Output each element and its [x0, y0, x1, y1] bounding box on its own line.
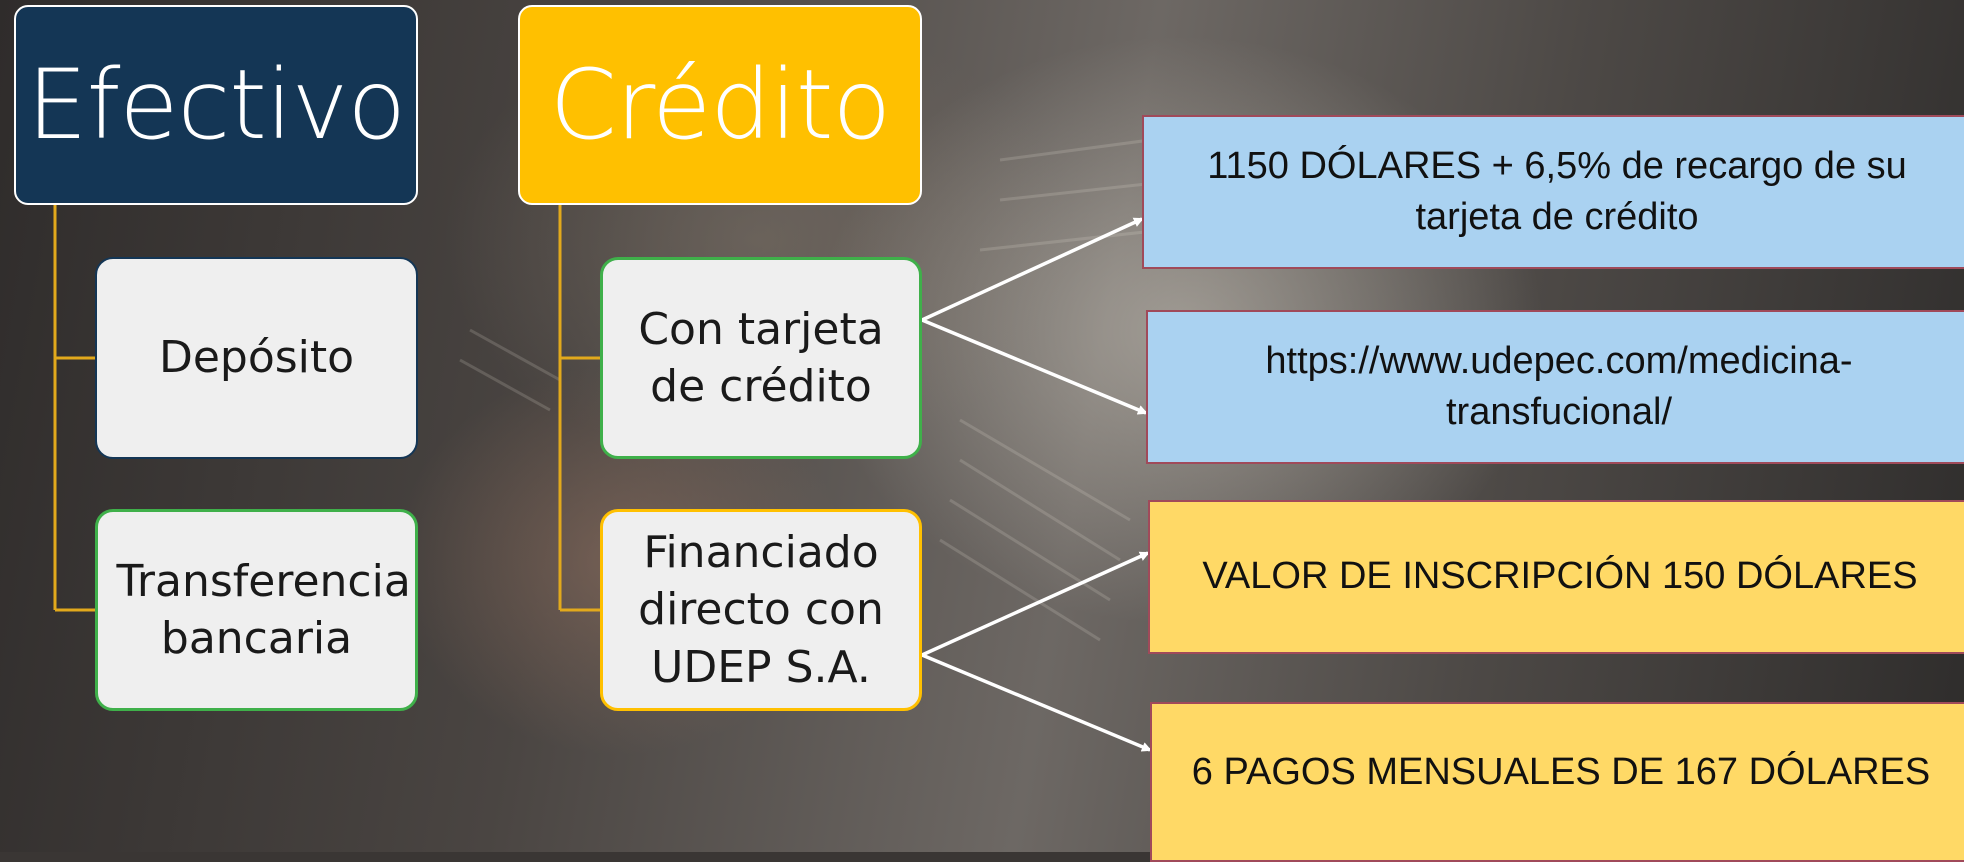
deposito-node: Depósito	[95, 257, 418, 459]
transferencia-label: Transferencia bancaria	[116, 555, 411, 664]
tarjeta-credito-node: Con tarjeta de crédito	[600, 257, 922, 459]
deposito-label: Depósito	[158, 332, 355, 384]
detail-inscripcion-text: VALOR DE INSCRIPCIÓN 150 DÓLARES	[1202, 555, 1918, 598]
efectivo-header: Efectivo	[14, 5, 418, 205]
detail-inscripcion: VALOR DE INSCRIPCIÓN 150 DÓLARES	[1148, 500, 1964, 654]
detail-pagos-text: 6 PAGOS MENSUALES DE 167 DÓLARES	[1191, 751, 1931, 794]
detail-precio-tarjeta-text: 1150 DÓLARES + 6,5% de recargo de su tar…	[1207, 144, 1907, 238]
financiado-node: Financiado directo con UDEP S.A.	[600, 509, 922, 711]
credito-header: Crédito	[518, 5, 922, 205]
efectivo-title: Efectivo	[26, 49, 406, 161]
detail-url-link[interactable]: https://www.udepec.com/medicina-transfuc…	[1265, 339, 1853, 433]
credito-title: Crédito	[549, 49, 891, 161]
transferencia-node: Transferencia bancaria	[95, 509, 418, 711]
detail-precio-tarjeta: 1150 DÓLARES + 6,5% de recargo de su tar…	[1142, 115, 1964, 269]
detail-url[interactable]: https://www.udepec.com/medicina-transfuc…	[1146, 310, 1964, 464]
financiado-label: Financiado directo con UDEP S.A.	[638, 527, 884, 693]
tarjeta-credito-label: Con tarjeta de crédito	[638, 303, 884, 412]
detail-pagos: 6 PAGOS MENSUALES DE 167 DÓLARES	[1150, 702, 1964, 862]
